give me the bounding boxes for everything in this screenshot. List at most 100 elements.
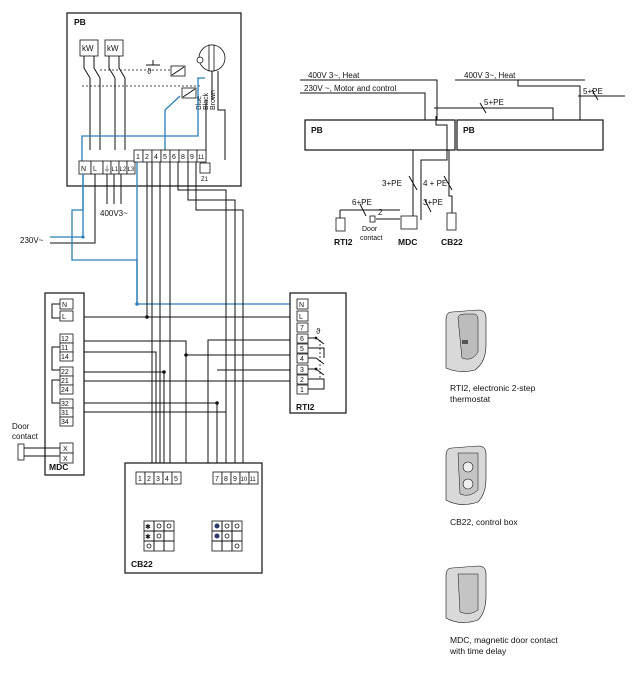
supply-400-wires	[106, 174, 122, 204]
wire-color-brown: Brown	[210, 90, 217, 110]
pb-unit: PB kW kW ϑ M Blue Black Brown	[66, 12, 242, 187]
mdc-term-14: 14	[61, 354, 69, 361]
pb-title: PB	[74, 17, 86, 27]
mdc-terminals	[59, 298, 74, 464]
mdc-term-n: N	[62, 302, 67, 309]
mdc-title: MDC	[49, 462, 68, 472]
overview-mdc-icon	[400, 215, 418, 230]
overview-supply-motor: 230V ~, Motor and control	[304, 84, 397, 93]
overview-rti2-icon	[335, 217, 346, 232]
rti2-term-6: 6	[300, 336, 304, 343]
pb-term-2: 2	[145, 154, 149, 161]
thermostat-icon: ϑ	[316, 327, 321, 336]
z1-label: Z1	[201, 177, 209, 183]
overview-supply-heat-1: 400V 3~, Heat	[308, 71, 360, 80]
pb-term-6: 6	[172, 154, 176, 161]
mdc-photo	[445, 565, 487, 623]
overview-pb-2	[456, 119, 604, 151]
mdc-term-l: L	[62, 314, 66, 321]
rti2-terminals	[296, 298, 309, 395]
pb-terminal-strip-left	[78, 160, 136, 175]
rti2-photo	[445, 309, 487, 372]
pb-term-l1: L1	[112, 167, 119, 173]
supply-230-label: 230V~	[20, 236, 44, 245]
pb-term-l3: L3	[128, 167, 135, 173]
cb22-term-5: 5	[174, 476, 178, 483]
mdc-term-32: 32	[61, 401, 69, 408]
cb22-unit: CB22 1 2 3 4 5 7 8 9 10 11	[124, 462, 263, 574]
cb22-term-7: 7	[215, 476, 219, 483]
rti2-title: RTI2	[296, 402, 315, 412]
internal-neutral-wire	[81, 77, 205, 162]
rti2-term-l: L	[299, 314, 303, 321]
overview-mdc-label: MDC	[398, 237, 417, 247]
mdc-term-31: 31	[61, 410, 69, 417]
mdc-door-contact-label-2: contact	[12, 432, 39, 441]
mdc-term-34: 34	[61, 419, 69, 426]
heat-icon: ✱	[145, 533, 151, 541]
pb-term-4: 4	[154, 154, 158, 161]
overview-pb-1-label: PB	[311, 125, 323, 135]
wire-color-blue: Blue	[196, 96, 203, 110]
rti2-term-5: 5	[300, 346, 304, 353]
kw-element-2	[104, 39, 124, 57]
kw-element-1	[79, 39, 99, 57]
rti2-term-3: 3	[300, 367, 304, 374]
mdc-door-contact-label-1: Door	[12, 422, 30, 431]
z1-component	[199, 162, 211, 174]
rti2-caption: RTI2, electronic 2-step thermostat	[450, 383, 536, 404]
overview-cb22-label: CB22	[441, 237, 463, 247]
overview-cb22-icon	[446, 212, 457, 231]
cb22-switch-grid-2	[211, 520, 243, 552]
pb-term-11: 11	[198, 155, 205, 161]
overview-door-contact-2: contact	[360, 235, 383, 242]
cb22-term-10: 10	[241, 477, 248, 483]
cb22-term-2: 2	[147, 476, 151, 483]
overview-pe2: 2	[378, 208, 383, 217]
rti2-term-7: 7	[300, 325, 304, 332]
overview-schematic: 400V 3~, Heat 230V ~, Motor and control …	[300, 71, 625, 247]
rti2-unit: RTI2 N L 7 6 5 4 3 2 1 ϑ	[289, 292, 347, 414]
mdc-term-11: 11	[61, 345, 68, 352]
mdc-caption: MDC, magnetic door contact with time del…	[450, 635, 558, 656]
fan-icon: ✱	[145, 523, 151, 531]
mdc-term-x1: X	[63, 446, 68, 453]
interconnect-wiring	[71, 162, 298, 470]
cb22-term-8: 8	[224, 476, 228, 483]
mdc-unit: MDC N L 12 11 14 22 21 24 32 31 34 X X	[12, 292, 85, 476]
overview-pe3-b: 3+PE	[423, 198, 443, 207]
supply-400-label: 400V3~	[100, 209, 128, 218]
mdc-term-21: 21	[61, 378, 69, 385]
mdc-term-22: 22	[61, 369, 69, 376]
cb22-term-4: 4	[165, 476, 169, 483]
overview-pb-2-label: PB	[463, 125, 475, 135]
pb-term-l: L	[93, 166, 97, 173]
element-feeds	[89, 78, 126, 150]
supply-230-live	[50, 174, 96, 244]
overview-door-contact-icon	[369, 215, 376, 223]
mdc-term-x2: X	[63, 456, 68, 463]
kw-label-1: kW	[82, 44, 94, 53]
rti2-term-1: 1	[300, 387, 304, 394]
overview-rti2-label: RTI2	[334, 237, 353, 247]
contactor-contacts	[83, 56, 126, 79]
overview-pe4: 4 + PE	[423, 179, 447, 188]
rti2-term-4: 4	[300, 356, 304, 363]
pb-term-l2: L2	[120, 167, 127, 173]
cb22-title: CB22	[131, 559, 153, 569]
pb-term-1: 1	[136, 154, 140, 161]
cb22-caption: CB22, control box	[450, 517, 518, 527]
mdc-term-24: 24	[61, 387, 69, 394]
rti2-term-n: N	[299, 302, 304, 309]
cb22-term-11: 11	[250, 477, 257, 483]
pb-term-5: 5	[163, 154, 167, 161]
cb22-switch-grid-1: ✱ ✱	[143, 520, 175, 552]
cb22-photo	[445, 445, 487, 505]
cb22-terminals-left	[135, 471, 182, 485]
door-contact-icon	[17, 443, 25, 461]
thermal-cutout-icon: ϑ	[147, 67, 152, 76]
overview-door-contact-1: Door	[362, 226, 378, 233]
mdc-term-12: 12	[61, 336, 69, 343]
